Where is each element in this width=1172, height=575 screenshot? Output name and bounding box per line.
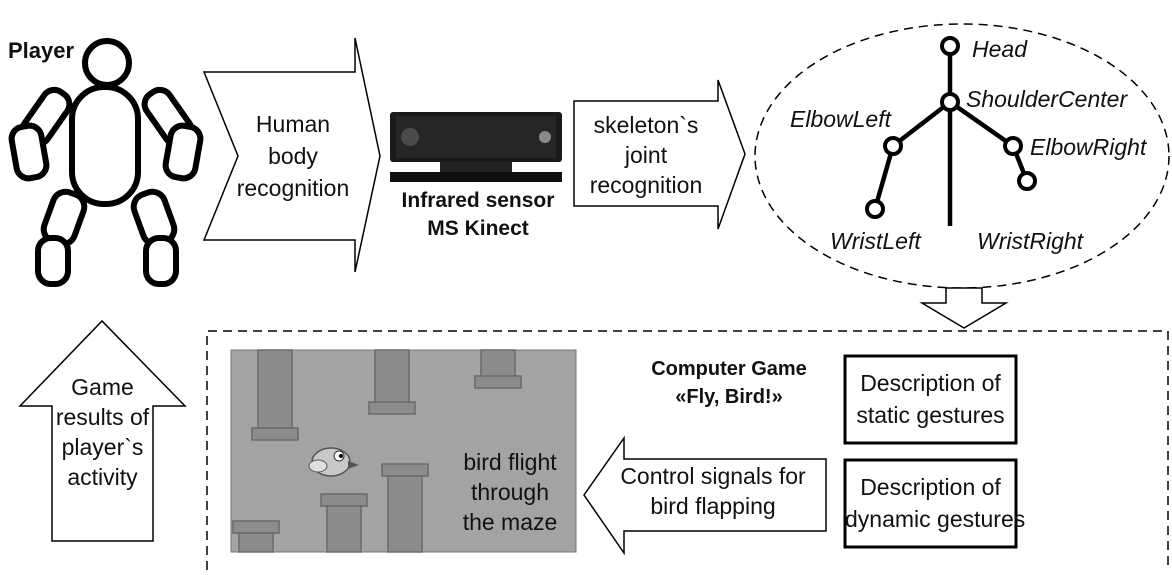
pipe-bottom-2 [326, 505, 362, 553]
skeleton-ellipse [754, 23, 1170, 289]
pipe-top-1-cap [251, 427, 299, 441]
joint-wrist-left [865, 199, 885, 219]
left-upper-arm-bone [891, 100, 952, 148]
head-label: Head [972, 36, 1027, 62]
wrist-right-label: WristRight [977, 228, 1084, 254]
shoulder-center-label: ShoulderCenter [966, 86, 1128, 112]
skeleton-joints [865, 36, 1037, 219]
static-gestures-box [843, 354, 1018, 445]
joint-elbow-left [883, 136, 903, 156]
player-head [82, 38, 132, 88]
elbow-right-label: ElbowRight [1030, 134, 1147, 160]
kinect-camera-lens [401, 128, 419, 146]
player-right-shin [143, 235, 179, 287]
pipe-bottom-1-cap [381, 463, 429, 477]
game-pipes [232, 349, 522, 553]
right-upper-arm-bone [948, 100, 1015, 148]
joint-wrist-right [1017, 171, 1037, 191]
control-signals-arrow [583, 435, 827, 556]
pipe-bottom-3-cap [232, 520, 280, 534]
joint-elbow-right [1003, 136, 1023, 156]
joint-head [940, 36, 960, 56]
skeleton-bones [872, 54, 1030, 226]
wrist-left-label: WristLeft [830, 228, 921, 254]
human-body-recognition-arrow [202, 37, 381, 273]
player-left-forearm [8, 122, 50, 182]
pipe-bottom-3 [238, 532, 274, 553]
player-torso [69, 84, 141, 207]
player-label: Player [8, 38, 75, 63]
joint-shoulder-center [940, 92, 960, 112]
pipe-top-2-cap [368, 401, 416, 415]
game-scene [230, 349, 577, 553]
player-left-shin [35, 235, 71, 287]
bird-icon [308, 447, 359, 477]
kinect-face [396, 116, 556, 158]
down-arrow [919, 287, 1009, 329]
pipe-top-1 [257, 349, 293, 431]
pipe-top-3 [480, 349, 516, 379]
pipe-top-3-cap [474, 375, 522, 389]
dynamic-gestures-box [843, 458, 1018, 549]
game-results-arrow [18, 319, 187, 542]
kinect-logo-icon [539, 131, 551, 143]
player-right-forearm [162, 122, 204, 182]
pipe-top-2 [374, 349, 410, 405]
pipe-bottom-1 [387, 475, 423, 553]
kinect-sensor [390, 112, 562, 182]
left-forearm-bone [872, 145, 896, 210]
kinect-stand [390, 172, 562, 182]
skeleton-joint-recognition-arrow [573, 79, 746, 230]
player-figure [8, 38, 204, 287]
elbow-left-label: ElbowLeft [790, 106, 892, 132]
kinect-neck [440, 162, 512, 172]
pipe-bottom-2-cap [320, 493, 368, 507]
